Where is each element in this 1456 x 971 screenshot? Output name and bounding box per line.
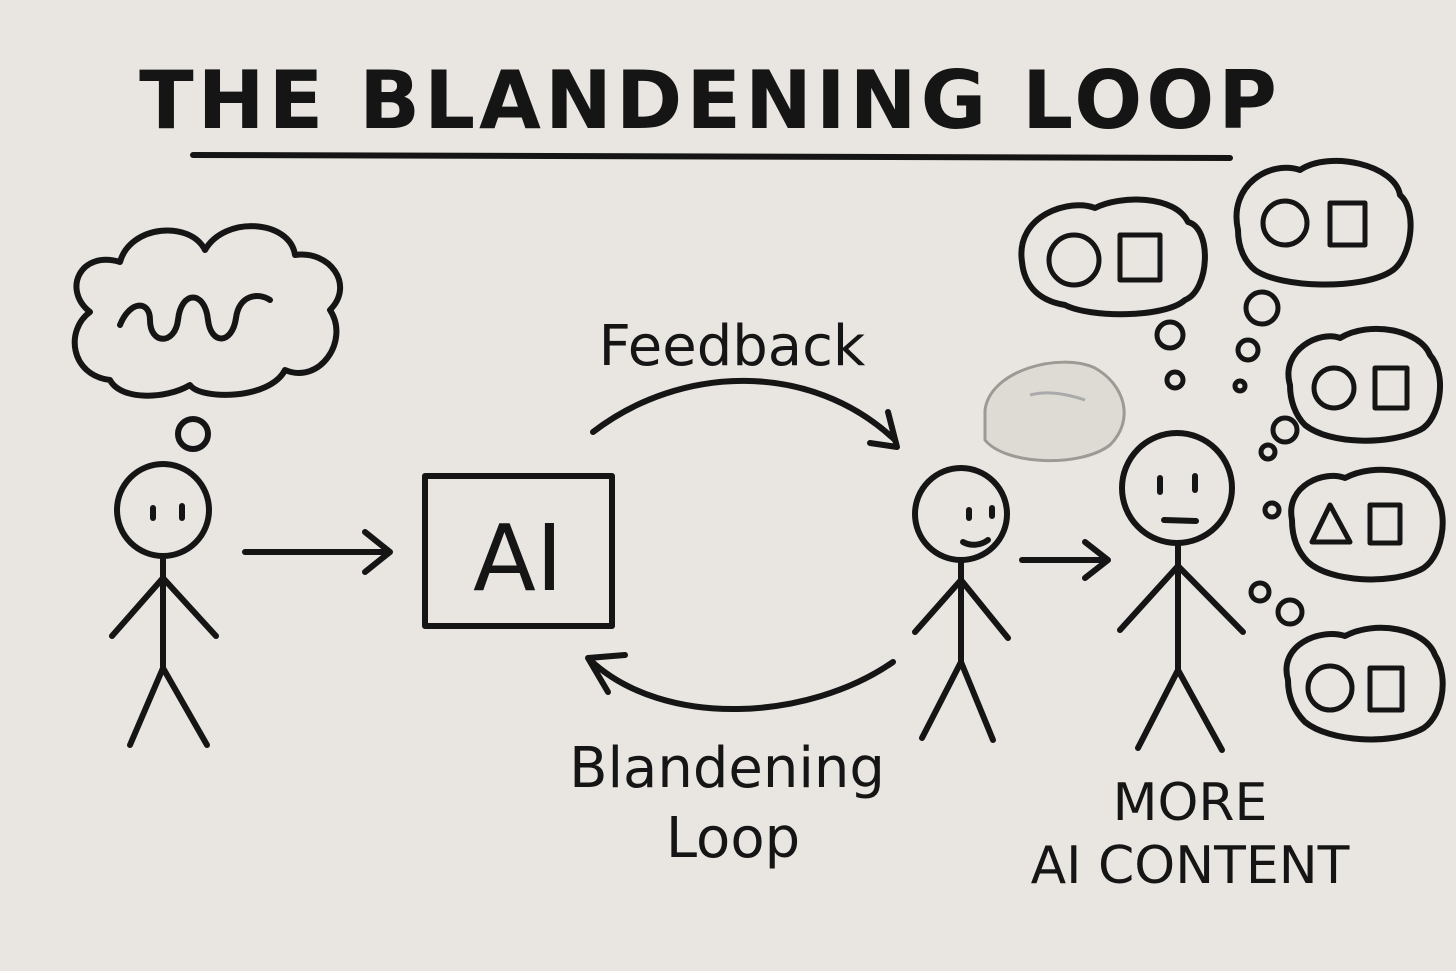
erased-thought-smudge [985, 362, 1124, 460]
feedback-arrow-icon [593, 381, 897, 447]
bland-thought-bubble-3 [1288, 329, 1440, 441]
circle-square-icon [1049, 235, 1160, 285]
circle-square-icon [1314, 368, 1407, 408]
thought-bubble-small [178, 419, 208, 449]
circle-square-icon [1308, 666, 1402, 710]
bland-thought-bubble-1 [1021, 200, 1205, 315]
title-underline [193, 155, 1230, 158]
ai-box-label: AI [473, 505, 563, 612]
ai-box: AI [425, 476, 612, 626]
bland-person-figure [1120, 433, 1243, 750]
input-arrow-icon [245, 532, 390, 572]
feedback-label: Feedback [599, 314, 866, 379]
original-person-figure [112, 464, 216, 745]
triangle-square-icon [1312, 505, 1400, 543]
ai-user-figure [915, 468, 1008, 740]
original-idea-thought-cloud [75, 226, 340, 449]
blandening-label-line2: Loop [666, 806, 800, 871]
bland-thought-bubble-4 [1291, 470, 1442, 580]
output-label-line2: AI CONTENT [1031, 836, 1350, 896]
wavy-thought-icon [120, 296, 270, 339]
output-arrow-icon [1022, 542, 1108, 578]
blandening-label-line1: Blandening [569, 736, 885, 801]
blandening-loop-arrow-icon [588, 655, 893, 709]
diagram-title: THE BLANDENING LOOP [139, 54, 1281, 147]
bland-thought-bubble-2 [1236, 161, 1410, 285]
circle-square-icon [1263, 201, 1365, 245]
output-label-line1: MORE [1113, 773, 1268, 833]
bland-thought-bubble-5 [1286, 628, 1442, 740]
